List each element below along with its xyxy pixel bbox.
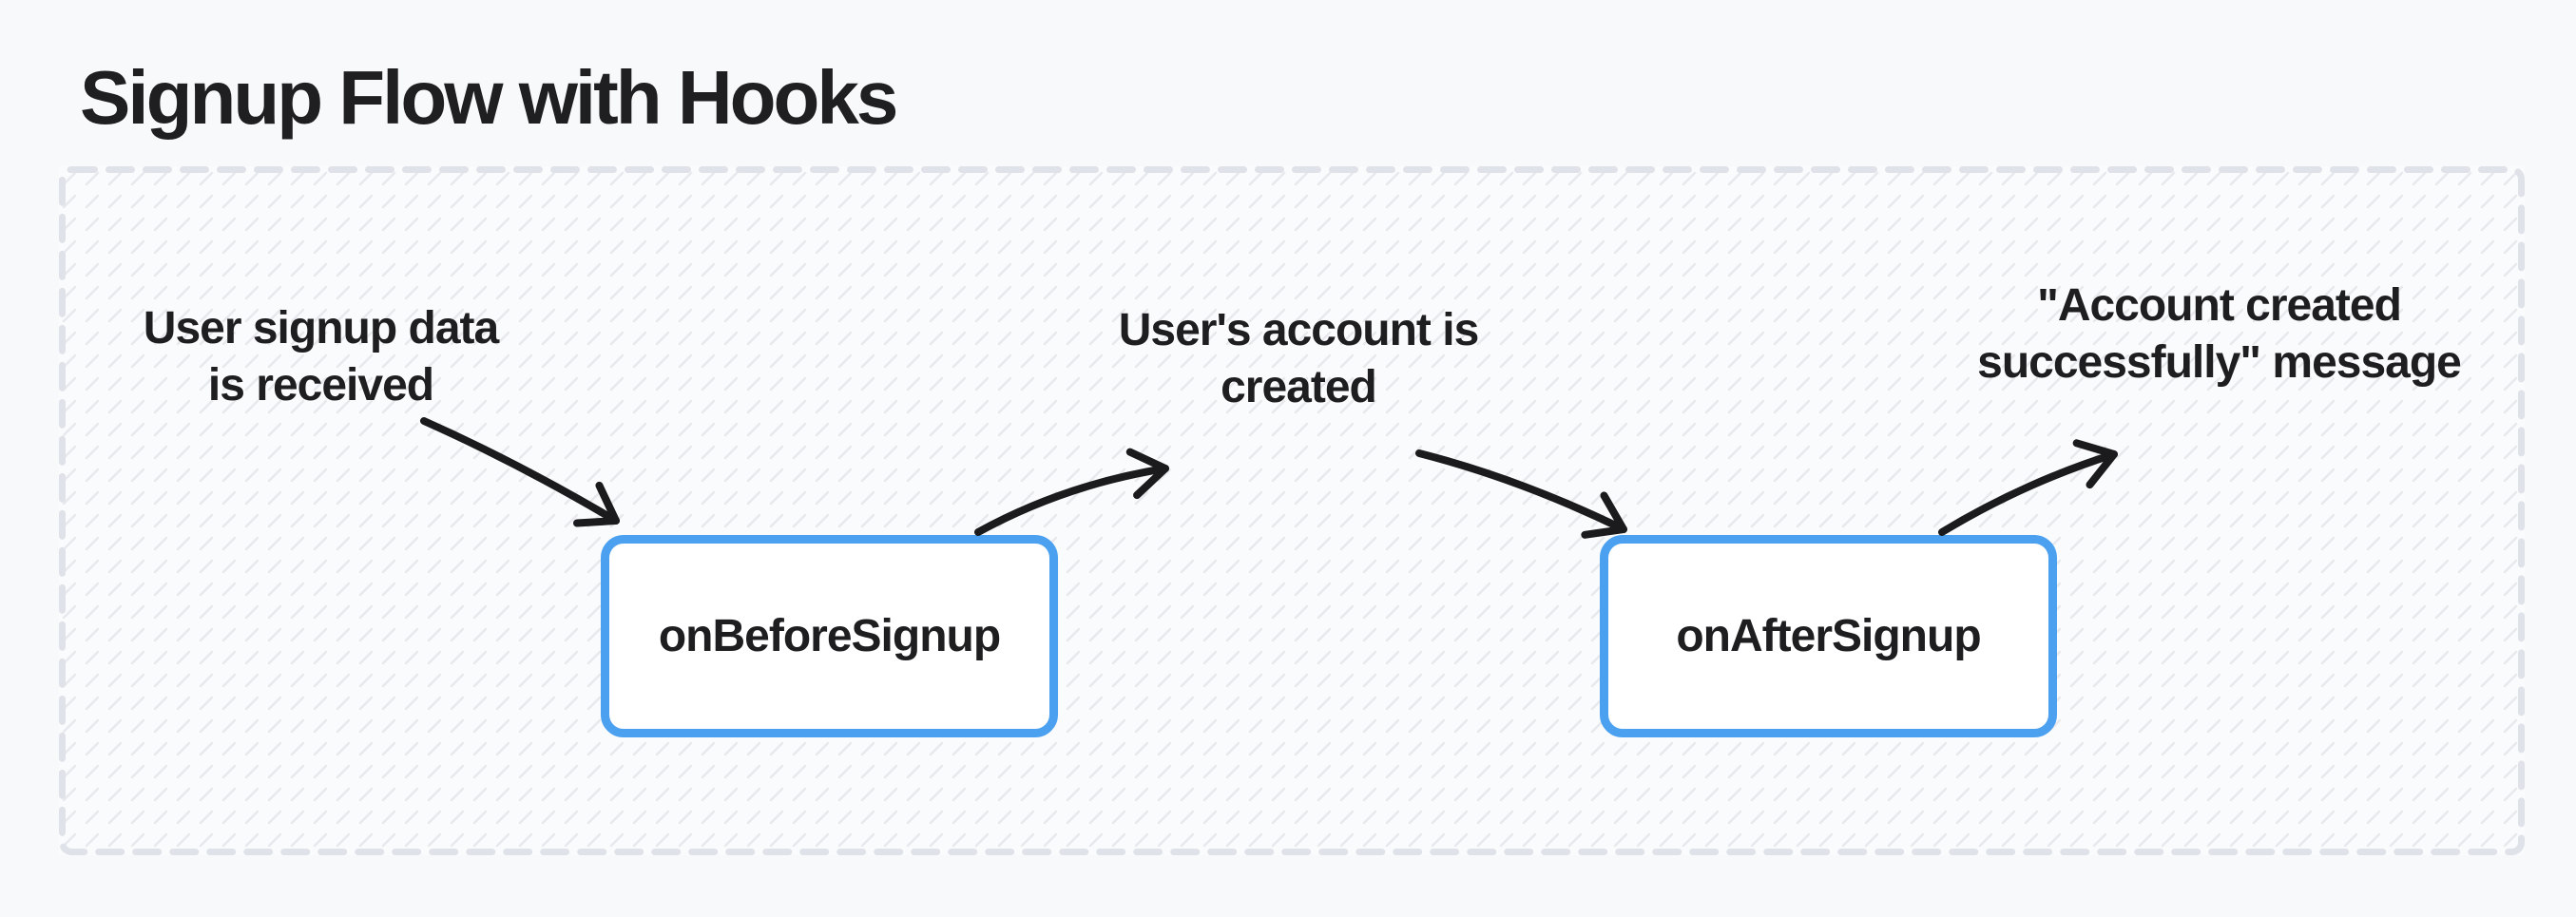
annotation-line: User's account is <box>1118 305 1480 355</box>
annotation-line: is received <box>207 360 434 411</box>
annotation-line: created <box>1221 362 1377 412</box>
annotation-line: "Account created <box>2037 280 2402 331</box>
annotation-user-signup-data: User signup data is received <box>71 300 570 414</box>
canvas-dashed-border <box>59 166 2525 855</box>
node-label: onAfterSignup <box>1676 611 1981 661</box>
diagram-title: Signup Flow with Hooks <box>80 55 898 140</box>
annotation-line: successfully" message <box>1977 337 2462 388</box>
annotation-line: User signup data <box>143 303 499 353</box>
annotation-account-created: User's account is created <box>1051 302 1546 416</box>
annotation-success-message: "Account created successfully" message <box>1922 277 2516 392</box>
diagram-canvas <box>59 166 2525 855</box>
node-onbeforesignup: onBeforeSignup <box>601 535 1058 737</box>
node-label: onBeforeSignup <box>658 611 1001 661</box>
canvas-hatch-background <box>59 166 2525 855</box>
canvas-hatch-pattern <box>59 166 2525 855</box>
node-onaftersignup: onAfterSignup <box>1600 535 2057 737</box>
